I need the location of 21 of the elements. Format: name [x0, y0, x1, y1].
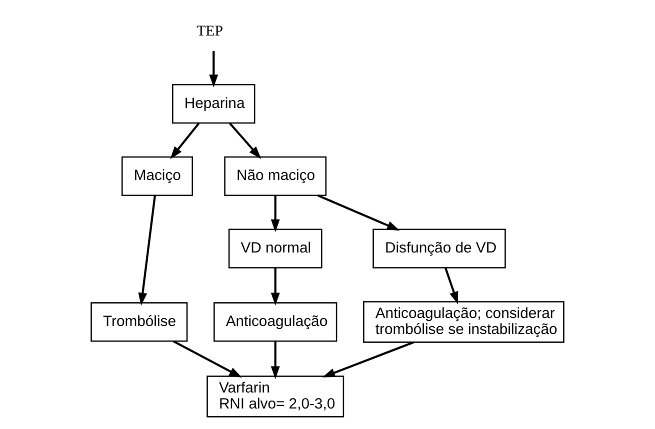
arrow [173, 340, 242, 378]
arrow [209, 50, 218, 88]
arrow [270, 196, 280, 232]
node-box: Maciço [121, 156, 193, 196]
node-box: VD normal [228, 228, 322, 268]
node-box: Não maciço [224, 156, 327, 196]
node-box: Anticoagulação [214, 302, 338, 342]
arrow [229, 122, 262, 159]
node-box: Disfunção de VD [372, 228, 506, 268]
node-box: Anticoagulação; considerar trombólise se instabilização [363, 301, 564, 343]
arrow [318, 194, 400, 231]
arrow [138, 195, 156, 306]
node-text: TEP [196, 23, 224, 40]
arrow [170, 122, 200, 160]
node-box: Trombólise [90, 302, 188, 342]
arrow [270, 268, 280, 306]
arrow [444, 268, 458, 304]
arrow [270, 341, 280, 380]
node-box: Heparina [172, 84, 256, 124]
node-box: Varfarin RNI alvo= 2,0-3,0 [206, 376, 344, 418]
arrow [322, 341, 414, 378]
